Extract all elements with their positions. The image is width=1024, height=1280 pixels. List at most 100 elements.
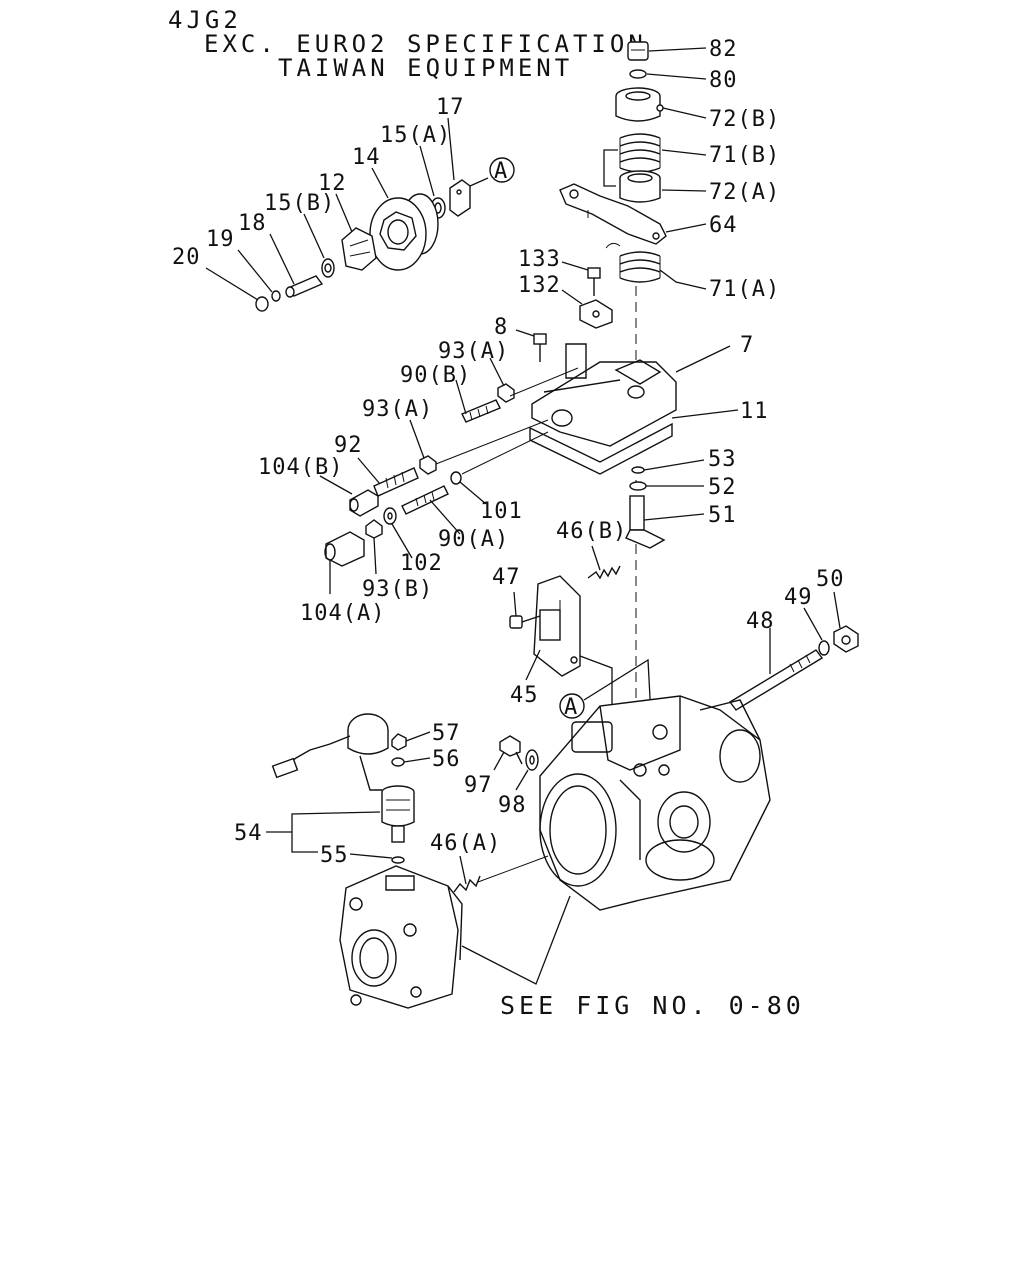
callout-104a: 104(A) (300, 601, 385, 626)
callout-8: 8 (494, 315, 508, 340)
reference-a-lower: A (564, 695, 578, 720)
part-101-oring (450, 471, 462, 485)
part-97-bolt (499, 735, 523, 765)
callout-71b: 71(B) (709, 143, 780, 168)
part-80-washer (629, 69, 647, 79)
part-98-washer (525, 749, 539, 771)
callout-15b: 15(B) (264, 191, 335, 216)
reference-a-upper: A (494, 159, 508, 184)
pump-body (539, 695, 771, 911)
callout-82: 82 (709, 37, 738, 62)
harness-connector (271, 713, 389, 791)
callout-102: 102 (400, 551, 443, 576)
part-12-vane (341, 227, 377, 271)
callout-18: 18 (238, 211, 267, 236)
part-45-bracket (533, 575, 581, 677)
part-8-bolt (533, 333, 547, 362)
callout-55: 55 (320, 843, 349, 868)
part-82-nut (627, 41, 649, 61)
callout-80: 80 (709, 68, 738, 93)
part-90a-screw (401, 485, 449, 515)
callout-72a: 72(A) (709, 180, 780, 205)
callout-19: 19 (206, 227, 235, 252)
spec-line-2: TAIWAN EQUIPMENT (278, 54, 573, 82)
callout-17: 17 (436, 95, 465, 120)
callout-14: 14 (352, 145, 381, 170)
callout-20: 20 (172, 245, 201, 270)
part-7-cover (531, 343, 677, 447)
part-56-washer (391, 757, 405, 767)
callout-49: 49 (784, 585, 813, 610)
callout-90a: 90(A) (438, 527, 509, 552)
callout-132: 132 (518, 273, 561, 298)
part-104a-cap (324, 531, 365, 567)
spec-line-1: EXC. EURO2 SPECIFICATION (204, 30, 647, 58)
callout-50: 50 (816, 567, 845, 592)
callout-15a: 15(A) (380, 123, 451, 148)
reference-a-upper-marker: A (489, 157, 515, 184)
part-104b-cap (349, 489, 379, 517)
callout-97: 97 (464, 773, 493, 798)
callout-56: 56 (432, 747, 461, 772)
part-18-shaft (285, 275, 324, 298)
callout-52: 52 (708, 475, 737, 500)
callout-71a: 71(A) (709, 277, 780, 302)
part-71b-spring (619, 133, 661, 173)
callout-93b: 93(B) (362, 577, 433, 602)
callout-93a-lower: 93(A) (362, 397, 433, 422)
part-48-shaft (728, 649, 824, 711)
part-90b-screw (461, 399, 501, 423)
part-64-lever (559, 183, 667, 245)
callout-51: 51 (708, 503, 737, 528)
callout-12: 12 (318, 171, 347, 196)
part-51-valve (625, 495, 666, 549)
part-72b-sleeve (615, 87, 664, 122)
part-19-oring (271, 290, 281, 302)
see-fig-note: SEE FIG NO. 0-80 (500, 991, 805, 1020)
callout-92: 92 (334, 433, 363, 458)
callout-57: 57 (432, 721, 461, 746)
part-71a-spring (605, 242, 661, 283)
callout-98: 98 (498, 793, 527, 818)
part-55-oring (391, 856, 405, 864)
callout-7: 7 (740, 333, 754, 358)
callout-54: 54 (234, 821, 263, 846)
part-46b-spring (587, 565, 621, 580)
callout-53: 53 (708, 447, 737, 472)
callout-46a: 46(A) (430, 831, 501, 856)
callout-46b: 46(B) (556, 519, 627, 544)
part-53-oring (631, 466, 645, 474)
part-17-plate (449, 179, 471, 217)
part-50-nut (833, 625, 859, 653)
callout-64: 64 (709, 213, 738, 238)
callout-104b: 104(B) (258, 455, 343, 480)
part-57-nut (391, 733, 407, 751)
part-132-bracket (579, 299, 613, 329)
part-49-oring (818, 640, 830, 656)
callout-133: 133 (518, 247, 561, 272)
callout-93a-upper: 93(A) (438, 339, 509, 364)
part-92-screw (373, 467, 419, 497)
part-93a-upper-nut (497, 383, 515, 403)
part-102-washer (383, 507, 397, 525)
part-93b-nut (365, 519, 383, 539)
callout-48: 48 (746, 609, 775, 634)
reference-a-lower-marker: A (559, 693, 585, 720)
part-133-bolt (587, 267, 601, 296)
pump-head-plate (339, 865, 463, 1009)
part-72a-sleeve (619, 170, 661, 203)
part-20-plug (255, 296, 269, 312)
part-46a-spring (453, 875, 481, 893)
part-93a-lower-nut (419, 455, 437, 475)
callout-11: 11 (740, 399, 769, 424)
part-47-screw (509, 615, 541, 629)
callout-90b: 90(B) (400, 363, 471, 388)
part-14-gear (369, 193, 439, 271)
callout-72b: 72(B) (709, 107, 780, 132)
model-title: 4JG2 (168, 6, 242, 34)
part-15b-washer (321, 258, 335, 278)
callout-101: 101 (480, 499, 523, 524)
part-54-solenoid (381, 785, 415, 843)
callout-45: 45 (510, 683, 539, 708)
